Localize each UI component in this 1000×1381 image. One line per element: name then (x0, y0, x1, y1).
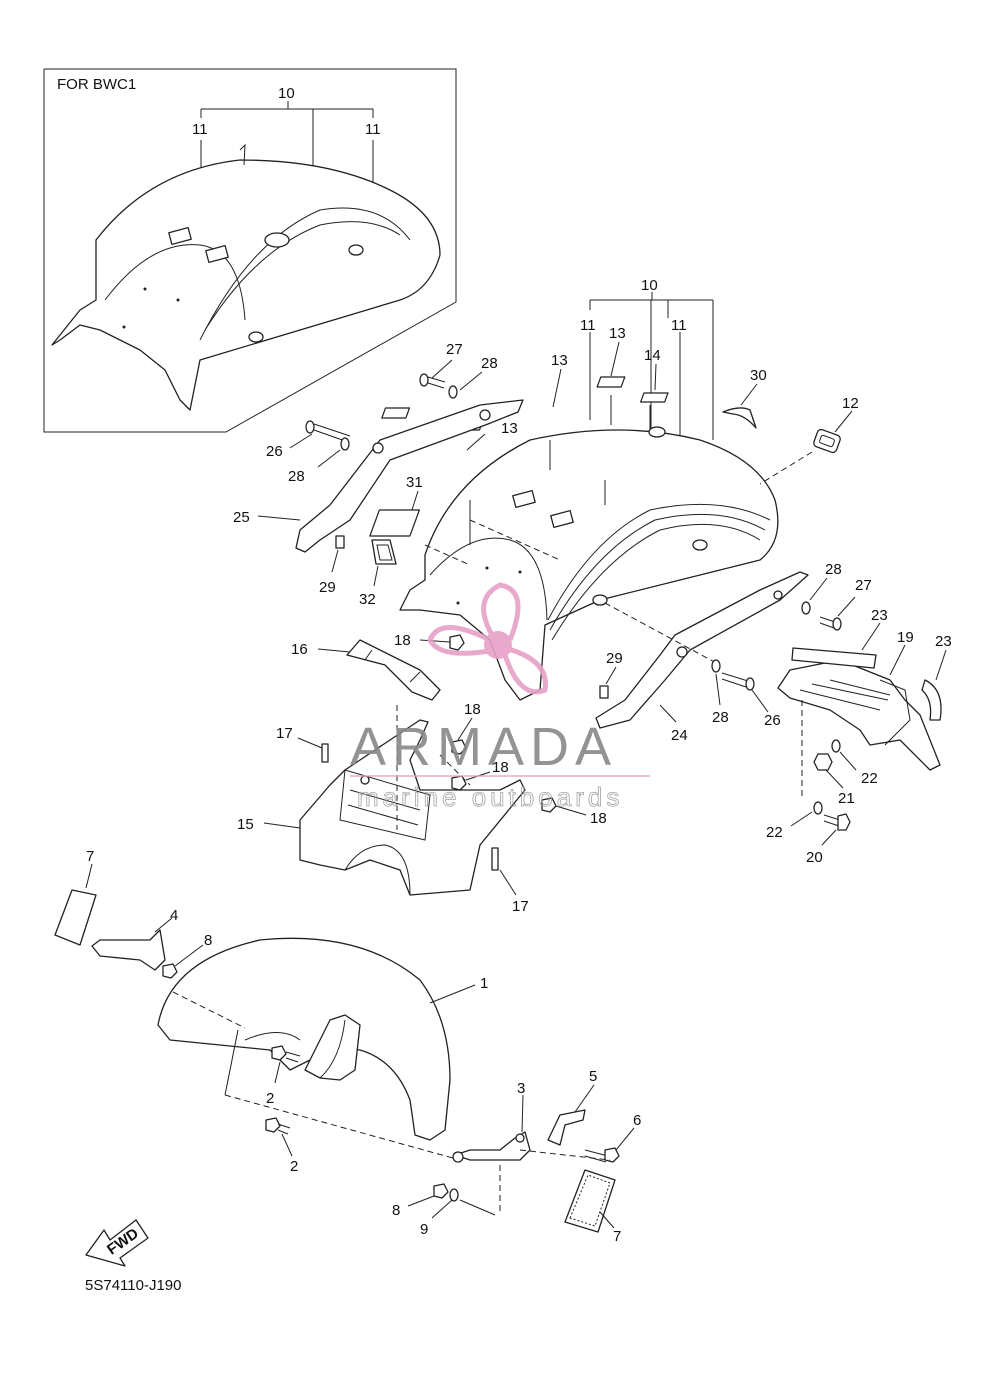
front-fender-assembly: 1 2 2 7 4 8 3 5 (54, 848, 641, 1245)
callout-7-a: 7 (86, 848, 94, 865)
callout-27-b: 27 (855, 577, 872, 594)
callout-20: 20 (806, 849, 823, 866)
callout-2-a: 2 (266, 1090, 274, 1107)
bolt-27-right (819, 616, 842, 631)
part-31-label (369, 509, 421, 537)
callout-14: 14 (644, 347, 661, 364)
callout-5: 5 (589, 1068, 597, 1085)
bolt-20 (823, 813, 851, 831)
right-stay-24: 24 29 28 26 28 27 (595, 561, 872, 744)
callout-16: 16 (291, 641, 308, 658)
callout-6: 6 (633, 1112, 641, 1129)
armada-watermark: ARMADA marine outboards (350, 582, 650, 812)
callout-18-c: 18 (492, 759, 509, 776)
callout-17-a: 17 (276, 725, 293, 742)
inset-rear-fender (51, 159, 441, 411)
callout-27-a: 27 (446, 341, 463, 358)
part-7-reflector-right (564, 1169, 616, 1233)
callout-23-b: 23 (935, 633, 952, 650)
callout-8-a: 8 (204, 932, 212, 949)
watermark-tagline: marine outboards (357, 782, 623, 812)
part-25-stay (295, 399, 524, 553)
callout-21: 21 (838, 790, 855, 807)
callout-28-b: 28 (481, 355, 498, 372)
callout-8-b: 8 (392, 1202, 400, 1219)
part-4-stay (91, 929, 166, 971)
nut-18-a: 18 (394, 632, 465, 651)
diagram-code: 5S74110-J190 (85, 1277, 181, 1294)
callout-28-a: 28 (288, 468, 305, 485)
callout-11-right: 11 (671, 317, 687, 334)
callout-18-d: 18 (590, 810, 607, 827)
inset-title: FOR BWC1 (57, 76, 136, 93)
callout-26-b: 26 (764, 712, 781, 729)
part-7-reflector-left (54, 889, 97, 946)
part-5-clamp (547, 1109, 586, 1146)
callout-18-a: 18 (394, 632, 411, 649)
part-30 (722, 407, 757, 429)
left-stay-25: 25 26 28 27 28 29 (233, 341, 524, 596)
part-32-label (371, 539, 397, 565)
rear-fender (399, 429, 779, 701)
bolt-6 (584, 1147, 620, 1163)
callout-28-d: 28 (825, 561, 842, 578)
fwd-arrow: FWD (85, 1219, 149, 1267)
bolt-26-right (721, 672, 755, 691)
callout-13-c: 13 (609, 325, 626, 342)
part-23-cushion-b (921, 679, 942, 721)
callout-29-a: 29 (319, 579, 336, 596)
callout-28-c: 28 (712, 709, 729, 726)
callout-29-b: 29 (606, 650, 623, 667)
callout-4: 4 (170, 907, 178, 924)
bracket-15: 15 18 18 18 17 17 (237, 701, 607, 915)
part-1-front-fender (157, 937, 451, 1141)
callout-10: 10 (641, 277, 658, 294)
callout-24: 24 (671, 727, 688, 744)
callout-11-left: 11 (580, 317, 596, 334)
callout-22-b: 22 (766, 824, 783, 841)
callout-15: 15 (237, 816, 254, 833)
callout-30: 30 (750, 367, 767, 384)
callout-23-a: 23 (871, 607, 888, 624)
part-24-stay (595, 571, 809, 729)
bolt-27-left (419, 373, 446, 389)
bolt-2-b (265, 1117, 291, 1135)
callout-7-b: 7 (613, 1228, 621, 1245)
inset-box: FOR BWC1 10 11 11 (43, 68, 457, 433)
tail-bracket-19: 23 23 19 22 21 22 20 (766, 607, 952, 866)
labels-31-32: 31 32 (359, 474, 423, 608)
callout-2-b: 2 (290, 1158, 298, 1175)
callout-26-a: 26 (266, 443, 283, 460)
callout-3: 3 (517, 1080, 525, 1097)
bolt-2-a (271, 1045, 301, 1063)
callout-9: 9 (420, 1221, 428, 1238)
callout-10-inset: 10 (278, 85, 295, 102)
callout-31: 31 (406, 474, 423, 491)
callout-1: 1 (480, 975, 488, 992)
callout-11-inset-left: 11 (192, 121, 208, 138)
part-3-stay (454, 1131, 531, 1161)
propeller-logo (427, 582, 548, 695)
part-23-cushion-a (791, 647, 877, 669)
callout-22-a: 22 (861, 770, 878, 787)
callout-32: 32 (359, 591, 376, 608)
watermark-brand: ARMADA (350, 717, 617, 777)
callout-25: 25 (233, 509, 250, 526)
callout-19: 19 (897, 629, 914, 646)
callout-18-b: 18 (464, 701, 481, 718)
part-12-grommet (813, 428, 841, 454)
callout-11-inset-right: 11 (365, 121, 381, 138)
callout-12: 12 (842, 395, 859, 412)
callout-17-b: 17 (512, 898, 529, 915)
parts-30-12: 30 12 (722, 367, 859, 485)
callout-13-a: 13 (551, 352, 568, 369)
part-16: 16 (291, 639, 441, 701)
callout-13-b: 13 (501, 420, 518, 437)
labels-13-14: 13 13 13 14 (381, 325, 669, 451)
